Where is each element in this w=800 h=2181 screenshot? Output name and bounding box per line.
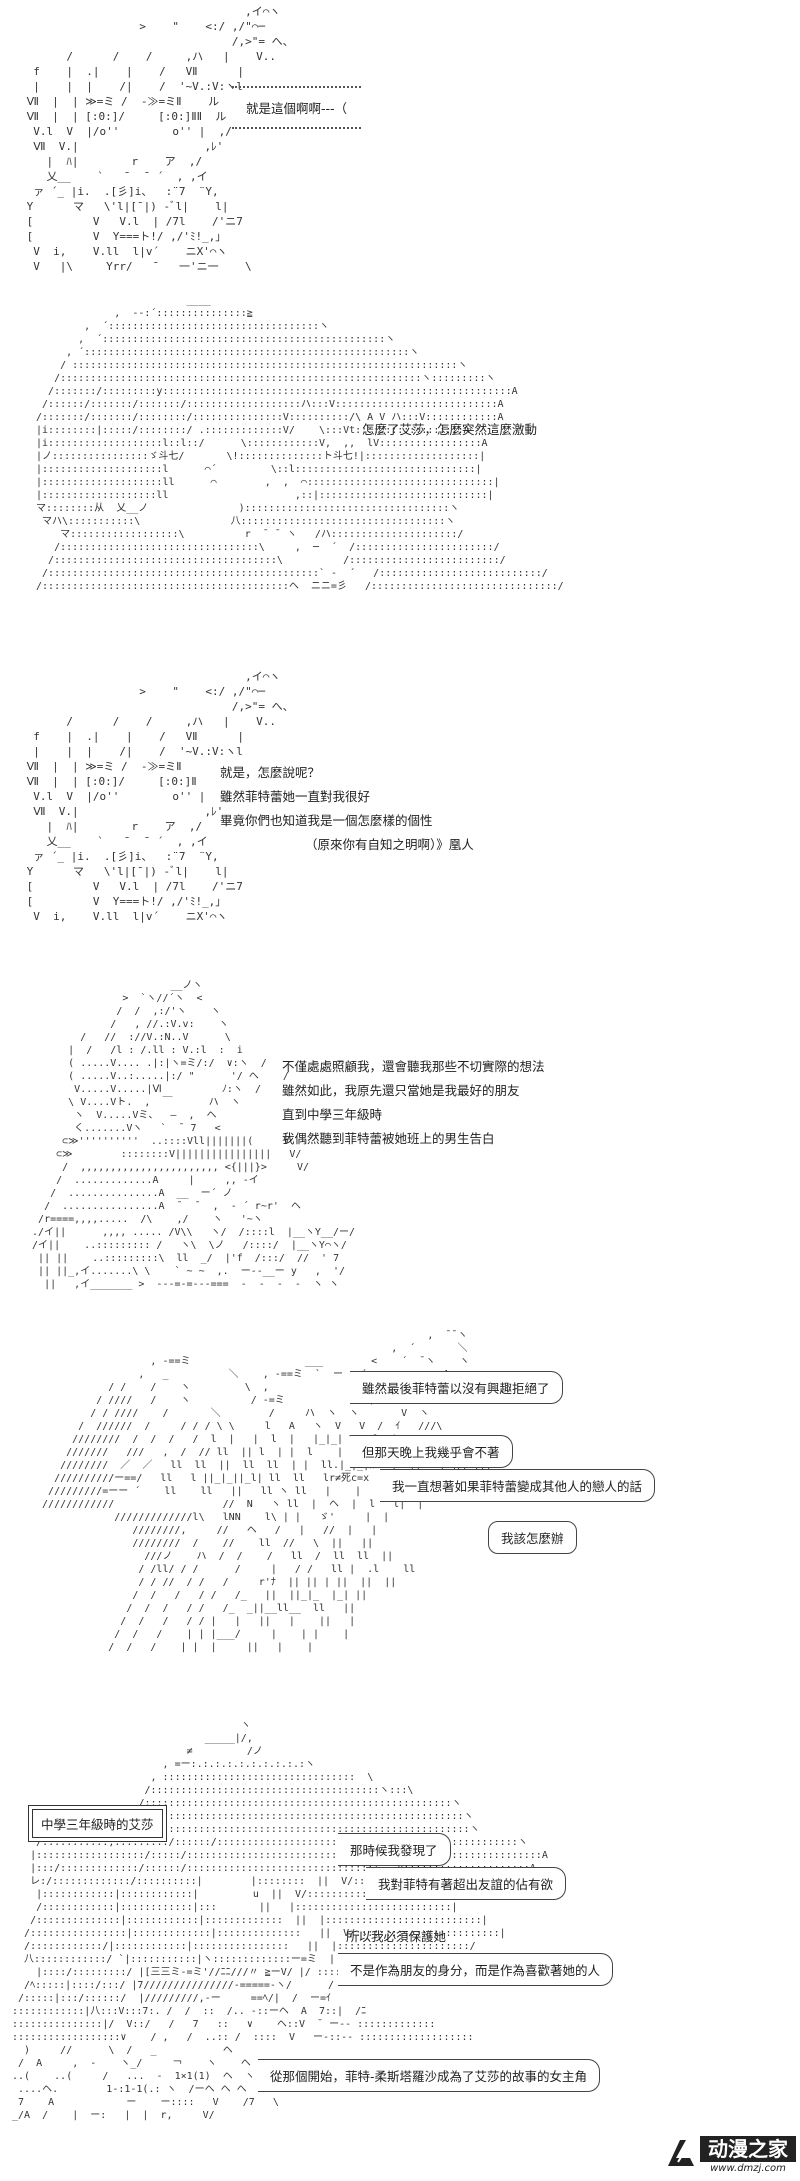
bubble-text: 雖然最後菲特蕾以沒有興趣拒絕了 — [362, 1381, 550, 1396]
bubble-text: 那時候我發現了 — [350, 1843, 438, 1858]
logo-url: www.dmzj.com — [710, 2163, 786, 2174]
bubble-text: 我一直想著如果菲特蕾變成其他人的戀人的話 — [392, 1479, 643, 1494]
ascii-art-character: ,イ⌒ヽ > " <:/ ,/"⌒─ /,>"= へ、 / / / ,ハ | V… — [26, 5, 294, 273]
speech-line: 所以我必須保護她 — [346, 1929, 447, 1944]
speech-bubble: 我該怎麼辦 — [488, 1521, 577, 1554]
bubble-text: 從那個開始，菲特-柔斯塔羅沙成為了艾莎的故事的女主角 — [270, 2069, 588, 2084]
ascii-art-character: ____ , -‐:´:::::::::::::::≧ , ´:::::::::… — [36, 295, 564, 592]
shout-bubble: 就是這個啊啊---（ — [232, 86, 362, 129]
speech-bubble: 從那個開始，菲特-柔斯塔羅沙成為了艾莎的故事的女主角 — [258, 2059, 601, 2092]
speech-line: 雖然如此，我原先還只當她是我最好的朋友 — [282, 1083, 520, 1098]
speech-line: 就是，怎麼說呢？ — [220, 765, 321, 780]
speech-bubble: 雖然最後菲特蕾以沒有興趣拒絕了 — [350, 1371, 563, 1404]
speech-bubble: 那時候我發現了 — [338, 1833, 451, 1866]
panel-1: ,イ⌒ヽ > " <:/ ,/"⌒─ /,>"= へ、 / / / ,ハ | V… — [0, 0, 800, 273]
speech-text: 不僅處處照顧我，還會聽我那些不切實際的想法 雖然如此，我原先還只當她是我最好的朋… — [282, 1055, 545, 1151]
speech-line: 不僅處處照顧我，還會聽我那些不切實際的想法 — [282, 1059, 545, 1074]
logo-mark-icon — [668, 2140, 694, 2166]
speech-bubble: 我對菲特有著超出友誼的佔有欲 — [366, 1867, 567, 1900]
bubble-text: 我對菲特有著超出友誼的佔有欲 — [378, 1877, 554, 1892]
speech-line: 直到中學三年級時 — [282, 1107, 383, 1122]
caption-text: 中學三年級時的艾莎 — [41, 1817, 154, 1832]
panel-6: ヽ _____|/, ≠ /ノ , =ー:.:.:.:.:.:.:.:.:.:ヽ… — [0, 1715, 800, 2175]
panel-2: ____ , -‐:´:::::::::::::::≧ , ´:::::::::… — [0, 290, 800, 650]
speech-line: 我偶然聽到菲特蕾被她班上的男生告白 — [282, 1131, 495, 1146]
site-logo: 动漫之家 www.dmzj.com — [664, 2130, 798, 2178]
speech-line: 怎麼了艾莎，怎麼突然這麼激動 — [362, 422, 538, 437]
panel-3: ,イ⌒ヽ > " <:/ ,/"⌒─ /,>"= へ、 / / / ,ハ | V… — [0, 665, 800, 940]
speech-bubble: 我一直想著如果菲特蕾變成其他人的戀人的話 — [380, 1469, 656, 1502]
bubble-text: 但那天晚上我幾乎會不著 — [362, 1445, 500, 1460]
ascii-art-character: __ノヽ > `ヽ//´ヽ < / / ,:/'ヽ ヽ / , //.:V.v:… — [32, 980, 356, 1290]
speech-text: 所以我必須保護她 — [346, 1925, 446, 1949]
logo-text: 动漫之家 — [700, 2136, 796, 2162]
ascii-art-character: ヽ _____|/, ≠ /ノ , =ー:.:.:.:.:.:.:.:.:.:ヽ… — [12, 1720, 548, 2121]
speech-line: 畢竟你們也知道我是一個怎麼樣的個性 — [220, 813, 433, 828]
bubble-text: 不是作為朋友的身分，而是作為喜歡著她的人 — [350, 1963, 601, 1978]
speech-bubble: 但那天晚上我幾乎會不著 — [350, 1435, 513, 1468]
aside-text: （原來你有自知之明啊）》凰人 — [305, 833, 474, 857]
speech-text: 就是，怎麼說呢？ 雖然菲特蕾她一直對我很好 畢竟你們也知道我是一個怎麼樣的個性 — [220, 761, 433, 833]
speech-bubble: 不是作為朋友的身分，而是作為喜歡著她的人 — [338, 1953, 614, 1986]
panel-5: , ̄ ̄ ヽ , ´ ＼ , -==ミ ___ < ´ ̄ ヽ ヽ , _ ＼… — [0, 1325, 800, 1695]
speech-line: 雖然菲特蕾她一直對我很好 — [220, 789, 371, 804]
speech-line: 就是這個啊啊---（ — [246, 101, 348, 116]
ascii-art-character: ,イ⌒ヽ > " <:/ ,/"⌒─ /,>"= へ、 / / / ,ハ | V… — [26, 670, 294, 923]
speech-text: 怎麼了艾莎，怎麼突然這麼激動 — [362, 418, 537, 442]
bubble-text: 我該怎麼辦 — [501, 1531, 564, 1546]
panel-4: __ノヽ > `ヽ//´ヽ < / / ,:/'ヽ ヽ / , //.:V.v:… — [0, 975, 800, 1295]
aside-line: （原來你有自知之明啊）》凰人 — [305, 837, 474, 852]
flashback-caption: 中學三年級時的艾莎 — [32, 1809, 163, 1838]
